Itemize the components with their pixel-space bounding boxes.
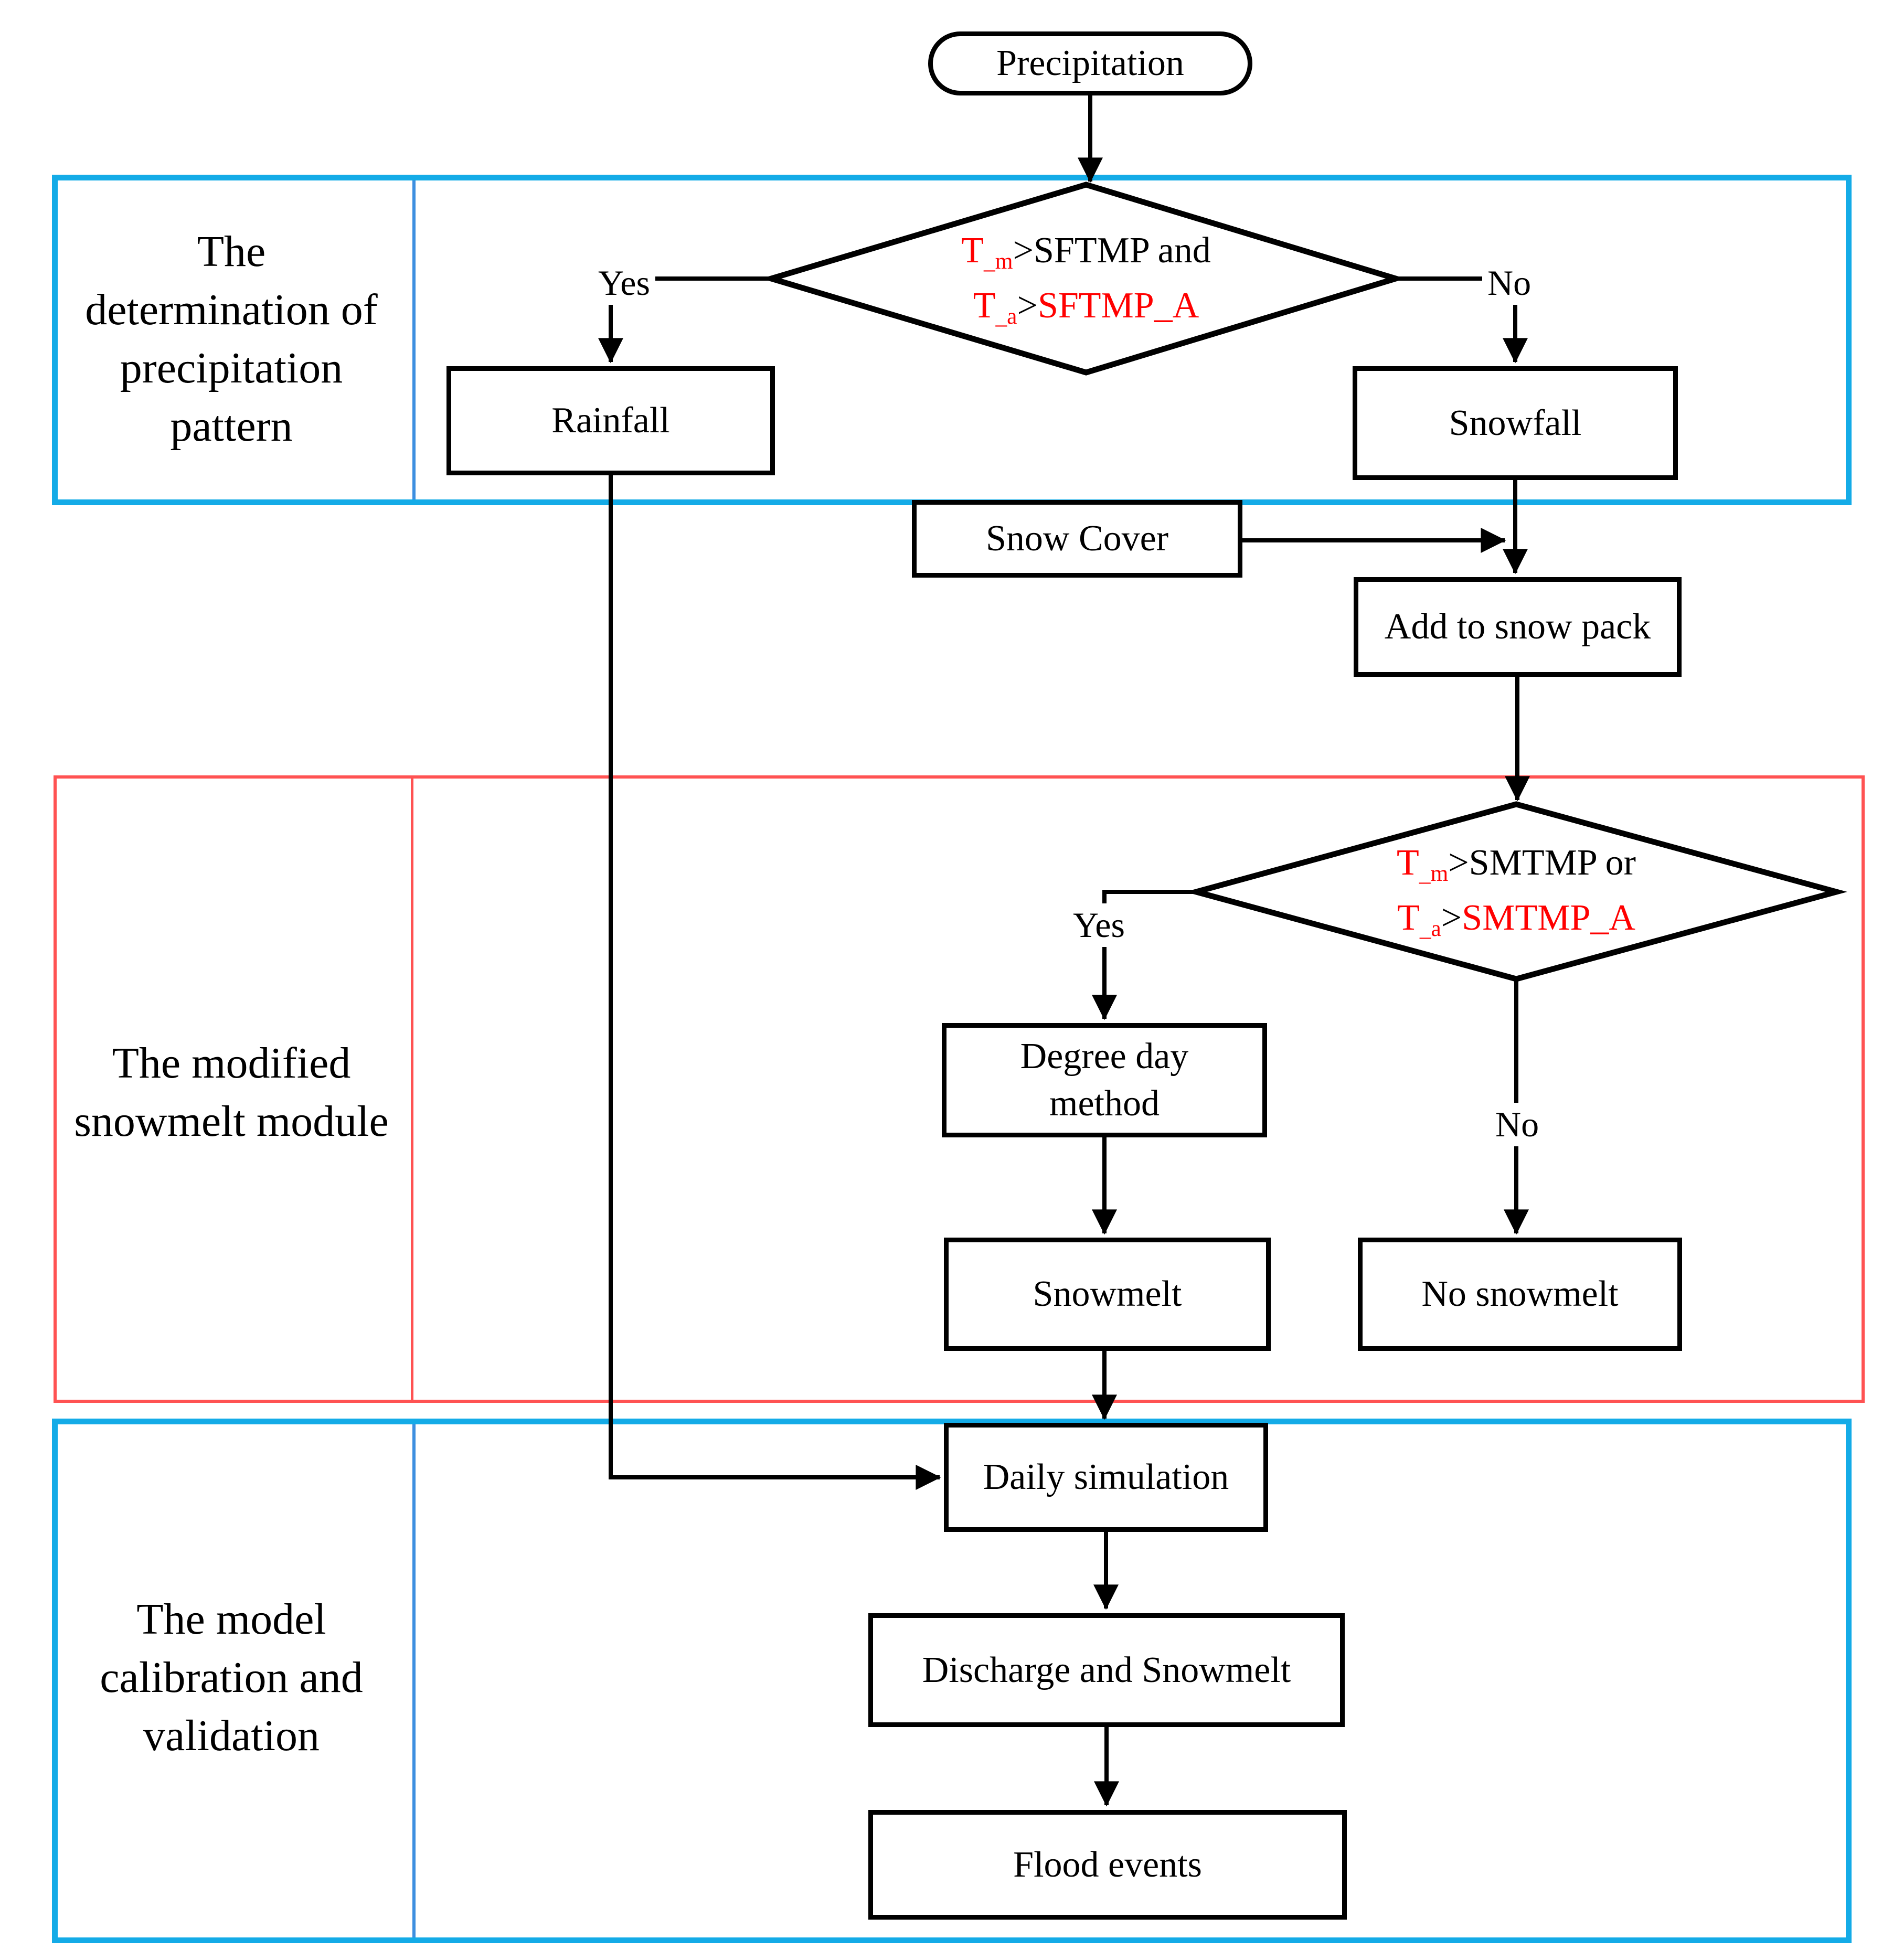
label-decision2-yes: Yes xyxy=(1068,903,1130,947)
label-decision2-no: No xyxy=(1490,1103,1545,1146)
decision2-diamond xyxy=(1185,801,1847,982)
section3-label: The model calibration and validation xyxy=(100,1595,363,1760)
section2-label: The modified snowmelt module xyxy=(74,1039,389,1146)
section1-divider xyxy=(412,180,416,499)
decision2-condition-line1: T_m>SMTMP or xyxy=(1396,843,1636,887)
decision1-diamond xyxy=(761,182,1406,376)
node-degree-day-method: Degree day method xyxy=(942,1023,1267,1137)
decision1-condition-line2: T_a>SFTMP_A xyxy=(973,285,1199,329)
section3-divider xyxy=(412,1424,416,1937)
decision2-condition: T_m>SMTMP or T_a>SMTMP_A xyxy=(1304,835,1729,945)
node-daily-simulation: Daily simulation xyxy=(944,1423,1268,1532)
edge-decision2-yes-to-degree-day xyxy=(1092,890,1196,1020)
decision2-condition-line2: T_a>SMTMP_A xyxy=(1397,898,1635,942)
decision1-condition-line1: T_m>SFTMP and xyxy=(961,230,1211,274)
node-precipitation: Precipitation xyxy=(928,31,1252,95)
section-snowmelt-module xyxy=(54,775,1865,1403)
node-rainfall: Rainfall xyxy=(446,366,775,475)
section2-divider xyxy=(411,779,413,1400)
node-add-to-snow-pack: Add to snow pack xyxy=(1354,577,1682,677)
node-snowmelt: Snowmelt xyxy=(944,1238,1271,1351)
label-decision1-no: No xyxy=(1482,261,1537,305)
label-decision1-yes: Yes xyxy=(593,261,655,305)
node-snow-cover: Snow Cover xyxy=(912,500,1242,578)
section1-label: The determination of precipitation patte… xyxy=(85,227,378,451)
node-snowfall: Snowfall xyxy=(1353,366,1678,480)
node-discharge-and-snowmelt: Discharge and Snowmelt xyxy=(868,1613,1345,1727)
edge-rainfall-to-daily-simulation xyxy=(609,474,941,1490)
node-flood-events: Flood events xyxy=(868,1810,1347,1920)
decision1-condition: T_m>SFTMP and T_a>SFTMP_A xyxy=(874,223,1299,333)
node-no-snowmelt: No snowmelt xyxy=(1358,1238,1682,1351)
section-calibration-validation xyxy=(52,1419,1852,1943)
